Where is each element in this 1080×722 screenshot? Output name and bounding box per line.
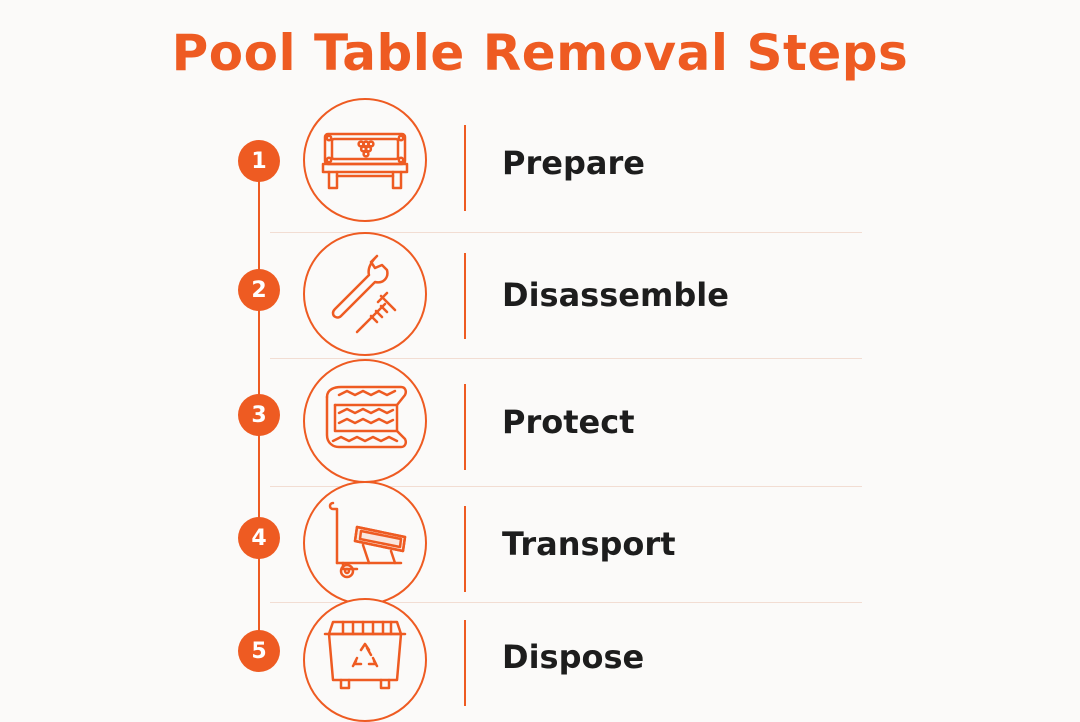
step-disassemble: 2 Disassemble: [0, 228, 1080, 356]
page-title: Pool Table Removal Steps: [171, 24, 909, 82]
step-dispose: 5 Dispose: [0, 598, 1080, 722]
step-number-badge: 1: [238, 140, 280, 182]
icon-circle: [303, 98, 427, 222]
separator-bar: [464, 506, 466, 592]
hand-truck-icon: [328, 501, 407, 579]
separator-bar: [464, 125, 466, 211]
step-label: Transport: [502, 525, 676, 563]
step-transport: 4 Transport: [0, 481, 1080, 605]
row-divider: [270, 486, 862, 487]
step-number-badge: 3: [238, 394, 280, 436]
icon-circle: [303, 481, 427, 605]
wrench-screw-icon: [331, 254, 397, 334]
step-number-badge: 5: [238, 630, 280, 672]
separator-bar: [464, 253, 466, 339]
separator-bar: [464, 384, 466, 470]
folded-blanket-icon: [325, 385, 408, 449]
separator-bar: [464, 620, 466, 706]
step-label: Disassemble: [502, 276, 729, 314]
row-divider: [270, 358, 862, 359]
step-number-badge: 4: [238, 517, 280, 559]
recycle-dumpster-icon: [323, 620, 407, 690]
row-divider: [270, 602, 862, 603]
icon-circle: [303, 359, 427, 483]
step-label: Dispose: [502, 638, 645, 676]
pool-table-icon: [321, 132, 409, 190]
row-divider: [270, 232, 862, 233]
step-protect: 3 Protect: [0, 356, 1080, 483]
step-label: Protect: [502, 403, 635, 441]
step-label: Prepare: [502, 144, 645, 182]
step-number-badge: 2: [238, 269, 280, 311]
step-prepare: 1 Prepare: [0, 98, 1080, 222]
icon-circle: [303, 232, 427, 356]
icon-circle: [303, 598, 427, 722]
